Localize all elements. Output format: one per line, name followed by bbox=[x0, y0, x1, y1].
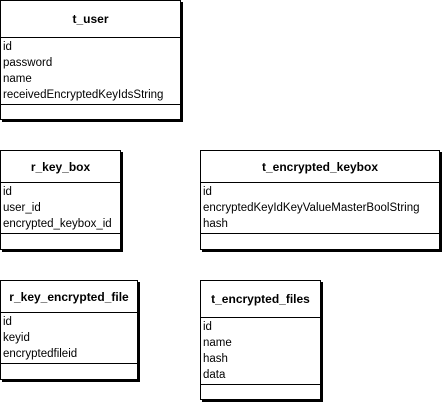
entity-operations bbox=[1, 105, 180, 121]
entity-title: t_encrypted_files bbox=[201, 281, 320, 318]
attribute: id bbox=[3, 316, 12, 328]
entity-title: t_user bbox=[1, 1, 180, 38]
attribute: password bbox=[3, 57, 53, 69]
attribute: name bbox=[203, 337, 232, 349]
entity-t-encrypted-files[interactable]: t_encrypted_files id name hash data bbox=[200, 280, 321, 400]
entity-attributes: id keyid encryptedfileid bbox=[1, 313, 137, 364]
entity-attributes: id encryptedKeyIdKeyValueMasterBoolStrin… bbox=[201, 183, 439, 234]
attribute: id bbox=[203, 321, 212, 333]
attribute: data bbox=[203, 369, 226, 381]
attribute: id bbox=[3, 186, 12, 198]
entity-operations bbox=[201, 385, 320, 401]
entity-t-encrypted-keybox[interactable]: t_encrypted_keybox id encryptedKeyIdKeyV… bbox=[200, 150, 440, 250]
attribute: encryptedfileid bbox=[3, 348, 78, 360]
entity-operations bbox=[1, 234, 120, 250]
attribute: receivedEncryptedKeyIdsString bbox=[3, 89, 164, 101]
entity-operations bbox=[1, 364, 137, 380]
entity-attributes: id user_id encrypted_keybox_id bbox=[1, 183, 120, 234]
attribute: name bbox=[3, 73, 32, 85]
attribute: user_id bbox=[3, 202, 41, 214]
entity-title: t_encrypted_keybox bbox=[201, 151, 439, 183]
attribute: id bbox=[3, 41, 12, 53]
attribute: hash bbox=[203, 218, 228, 230]
attribute: encryptedKeyIdKeyValueMasterBoolString bbox=[203, 202, 420, 214]
entity-r-key-encrypted-file[interactable]: r_key_encrypted_file id keyid encryptedf… bbox=[0, 280, 138, 380]
entity-title: r_key_box bbox=[1, 151, 120, 183]
entity-t-user[interactable]: t_user id password name receivedEncrypte… bbox=[0, 0, 181, 120]
attribute: encrypted_keybox_id bbox=[3, 218, 112, 230]
attribute: keyid bbox=[3, 332, 30, 344]
entity-attributes: id name hash data bbox=[201, 318, 320, 385]
entity-attributes: id password name receivedEncryptedKeyIds… bbox=[1, 38, 180, 105]
entity-title: r_key_encrypted_file bbox=[1, 281, 137, 313]
entity-r-key-box[interactable]: r_key_box id user_id encrypted_keybox_id bbox=[0, 150, 121, 250]
attribute: hash bbox=[203, 353, 228, 365]
attribute: id bbox=[203, 186, 212, 198]
entity-operations bbox=[201, 234, 439, 250]
